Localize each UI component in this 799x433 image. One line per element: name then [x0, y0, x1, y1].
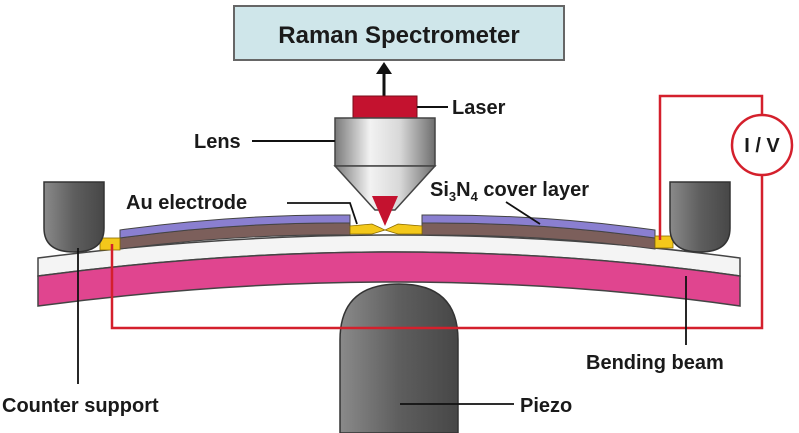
center-left-au-electrode — [349, 223, 387, 235]
lens-body — [334, 117, 436, 167]
si3n4-n: N — [456, 179, 470, 201]
bending-beam-magenta-layer — [37, 251, 741, 307]
si3n4-rest: cover layer — [478, 179, 589, 201]
counter-support-label: Counter support — [2, 395, 159, 417]
si3n4-si: Si — [430, 179, 449, 201]
signal-arrow-head — [376, 62, 392, 74]
cover-layer-leader-line — [505, 201, 541, 225]
iv-circuit-wire-top — [658, 94, 764, 240]
iv-meter-label: I / V — [744, 135, 780, 157]
piezo-actuator — [339, 283, 459, 433]
au-electrode-label: Au electrode — [126, 192, 247, 214]
right-counter-support — [669, 181, 731, 253]
laser-block — [352, 95, 418, 119]
iv-circuit-wire — [110, 168, 764, 330]
center-right-au-electrode — [383, 223, 423, 235]
lens-cone — [333, 165, 437, 211]
left-end-au-electrode — [99, 237, 121, 251]
piezo-label: Piezo — [520, 395, 572, 417]
left-counter-support — [43, 181, 105, 253]
right-end-au-electrode — [654, 235, 674, 249]
si3n4-sub-4: 4 — [471, 189, 479, 204]
si3n4-sub-3: 3 — [449, 189, 456, 204]
raman-spectrometer-box — [233, 5, 565, 61]
laser-label: Laser — [452, 97, 506, 119]
iv-meter — [730, 113, 794, 177]
au-electrode-leader-line — [287, 202, 358, 225]
si3n4-cover-layer-label: Si3N4 cover layer — [430, 179, 589, 204]
lens-label: Lens — [194, 131, 241, 153]
laser-focus-beam — [372, 196, 398, 226]
raman-spectrometer-label: Raman Spectrometer — [278, 22, 519, 49]
left-cover-layer — [119, 214, 351, 239]
bending-beam-label: Bending beam — [586, 352, 724, 374]
